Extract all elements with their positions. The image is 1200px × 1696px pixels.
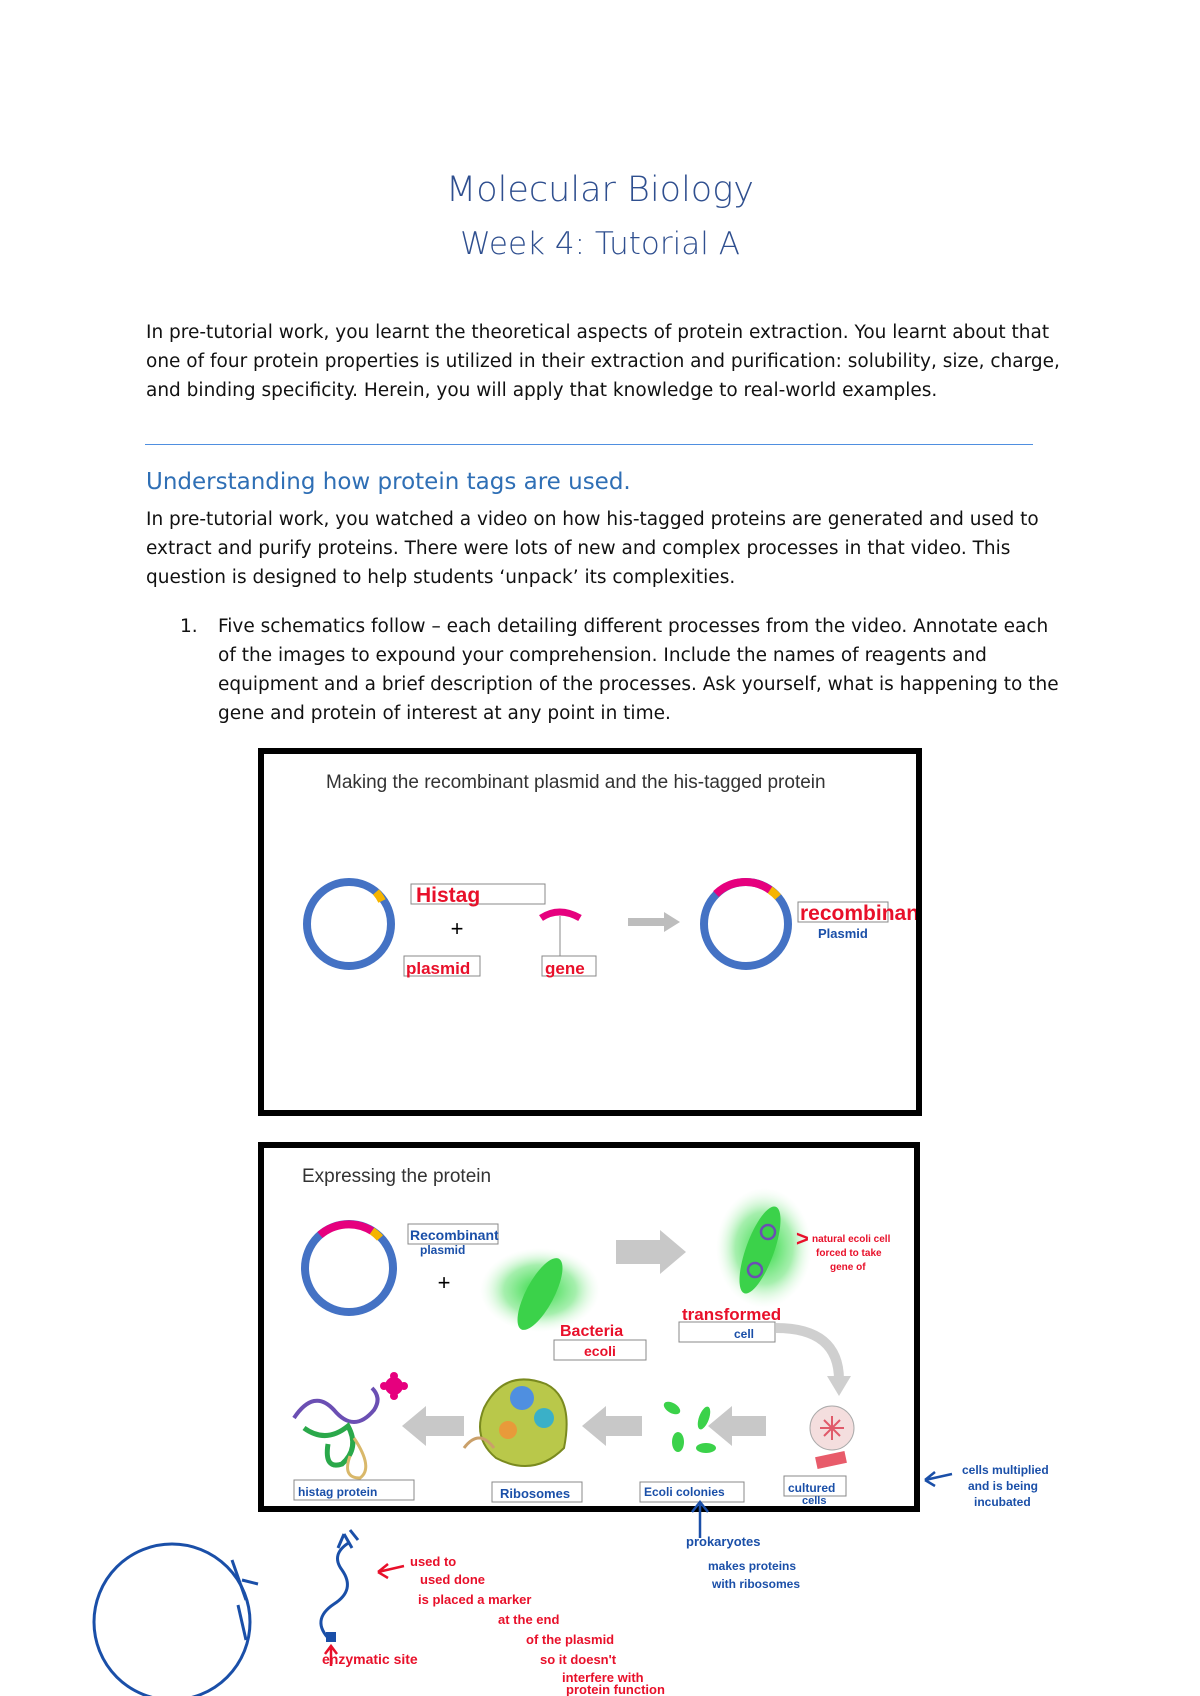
label-box-transformed xyxy=(679,1322,775,1342)
note-cells-multiplied: cells multiplied xyxy=(962,1463,1049,1477)
recombinant-his-tag xyxy=(770,890,778,897)
annotation-cell: cell xyxy=(734,1327,754,1341)
annotation-pointer: > xyxy=(796,1226,809,1251)
annotation-plasmid: plasmid xyxy=(420,1243,465,1257)
arrow-left-icon xyxy=(925,1472,952,1486)
section-paragraph: In pre-tutorial work, you watched a vide… xyxy=(146,505,1066,592)
annotation-ecoli: ecoli xyxy=(584,1343,616,1359)
note-interfere-with: interfere with xyxy=(562,1670,644,1685)
document-subtitle: Week 4: Tutorial A xyxy=(0,226,1200,262)
note-used-done: used done xyxy=(420,1572,485,1587)
enzymatic-site-mark xyxy=(326,1632,336,1642)
his-tagged-protein-icon xyxy=(294,1372,408,1478)
note-so-it-doesnt: so it doesn't xyxy=(540,1652,617,1667)
annotation-recombinant: recombinant xyxy=(800,902,916,925)
ribosome-icon xyxy=(464,1379,567,1466)
culture-flask-icon xyxy=(815,1451,847,1469)
annotation-ecoli-colonies: Ecoli colonies xyxy=(644,1485,725,1499)
question-number: 1. xyxy=(180,612,198,641)
annotation-recombinant: Recombinant xyxy=(410,1227,499,1243)
his-tag-marker xyxy=(372,1231,380,1238)
question-text: Five schematics follow – each detailing … xyxy=(218,612,1068,728)
process-arrow xyxy=(402,1406,464,1446)
arrow-up-icon xyxy=(325,1646,337,1666)
curved-arrowhead xyxy=(827,1376,851,1396)
process-arrow xyxy=(708,1406,766,1446)
annotation-natural-ecoli: natural ecoli cell xyxy=(812,1234,891,1245)
note-incubated: incubated xyxy=(974,1495,1031,1509)
annotation-ribosomes: Ribosomes xyxy=(500,1486,570,1501)
intro-paragraph: In pre-tutorial work, you learnt the the… xyxy=(146,318,1066,405)
annotation-gene-of: gene of xyxy=(830,1262,866,1273)
schematic-expressing-protein: Expressing the protein + xyxy=(258,1142,920,1512)
hand-drawn-plasmid xyxy=(94,1544,250,1696)
recombinant-gene-insert xyxy=(716,882,770,894)
annotation-histag-protein: histag protein xyxy=(298,1485,377,1499)
annotation-recombinant-plasmid: Plasmid xyxy=(818,926,868,941)
annotation-cultured: cultured xyxy=(788,1481,835,1495)
plus-sign: + xyxy=(451,916,464,941)
note-prokaryotes: prokaryotes xyxy=(686,1534,760,1549)
process-arrow xyxy=(628,912,680,932)
plus-sign: + xyxy=(438,1270,451,1295)
gene-insert xyxy=(320,1224,372,1235)
note-of-the-plasmid: of the plasmid xyxy=(526,1632,614,1647)
annotation-cells: cells xyxy=(802,1495,826,1506)
note-and-is-being: and is being xyxy=(968,1479,1038,1493)
annotation-gene: gene xyxy=(545,959,585,978)
ecoli-colonies-icon xyxy=(662,1399,716,1453)
annotation-forced: forced to take xyxy=(816,1248,882,1259)
section-heading: Understanding how protein tags are used. xyxy=(146,469,631,495)
note-used-to: used to xyxy=(410,1554,456,1569)
note-makes-proteins: makes proteins xyxy=(708,1559,796,1573)
arrow-left-icon xyxy=(378,1564,404,1578)
curved-arrow xyxy=(776,1328,839,1380)
annotation-histag: Histag xyxy=(416,884,480,907)
process-arrow xyxy=(582,1406,642,1446)
annotation-plasmid: plasmid xyxy=(406,959,470,978)
process-arrow xyxy=(616,1230,686,1274)
document-title: Molecular Biology xyxy=(0,170,1200,210)
annotation-transformed: transformed xyxy=(682,1305,781,1324)
note-protein-function: protein function xyxy=(566,1682,665,1696)
squiggle-tip xyxy=(338,1530,358,1548)
schematic-recombinant-plasmid: Making the recombinant plasmid and the h… xyxy=(258,748,922,1116)
his-tag-marker xyxy=(376,892,382,901)
panel1-diagram: + Histag plasmid gene recombinant Plasmi… xyxy=(264,754,916,1110)
section-divider xyxy=(145,444,1033,445)
annotation-bacteria: Bacteria xyxy=(560,1323,623,1340)
note-enzymatic-site: enzymatic site xyxy=(322,1651,418,1667)
hand-drawn-gene-squiggle xyxy=(321,1542,350,1640)
panel2-diagram: + xyxy=(264,1148,914,1506)
note-with-ribosomes: with ribosomes xyxy=(711,1577,800,1591)
note-at-the-end: at the end xyxy=(498,1612,559,1627)
note-placed-marker: is placed a marker xyxy=(418,1592,531,1607)
hand-drawn-tag-marks xyxy=(232,1560,258,1640)
